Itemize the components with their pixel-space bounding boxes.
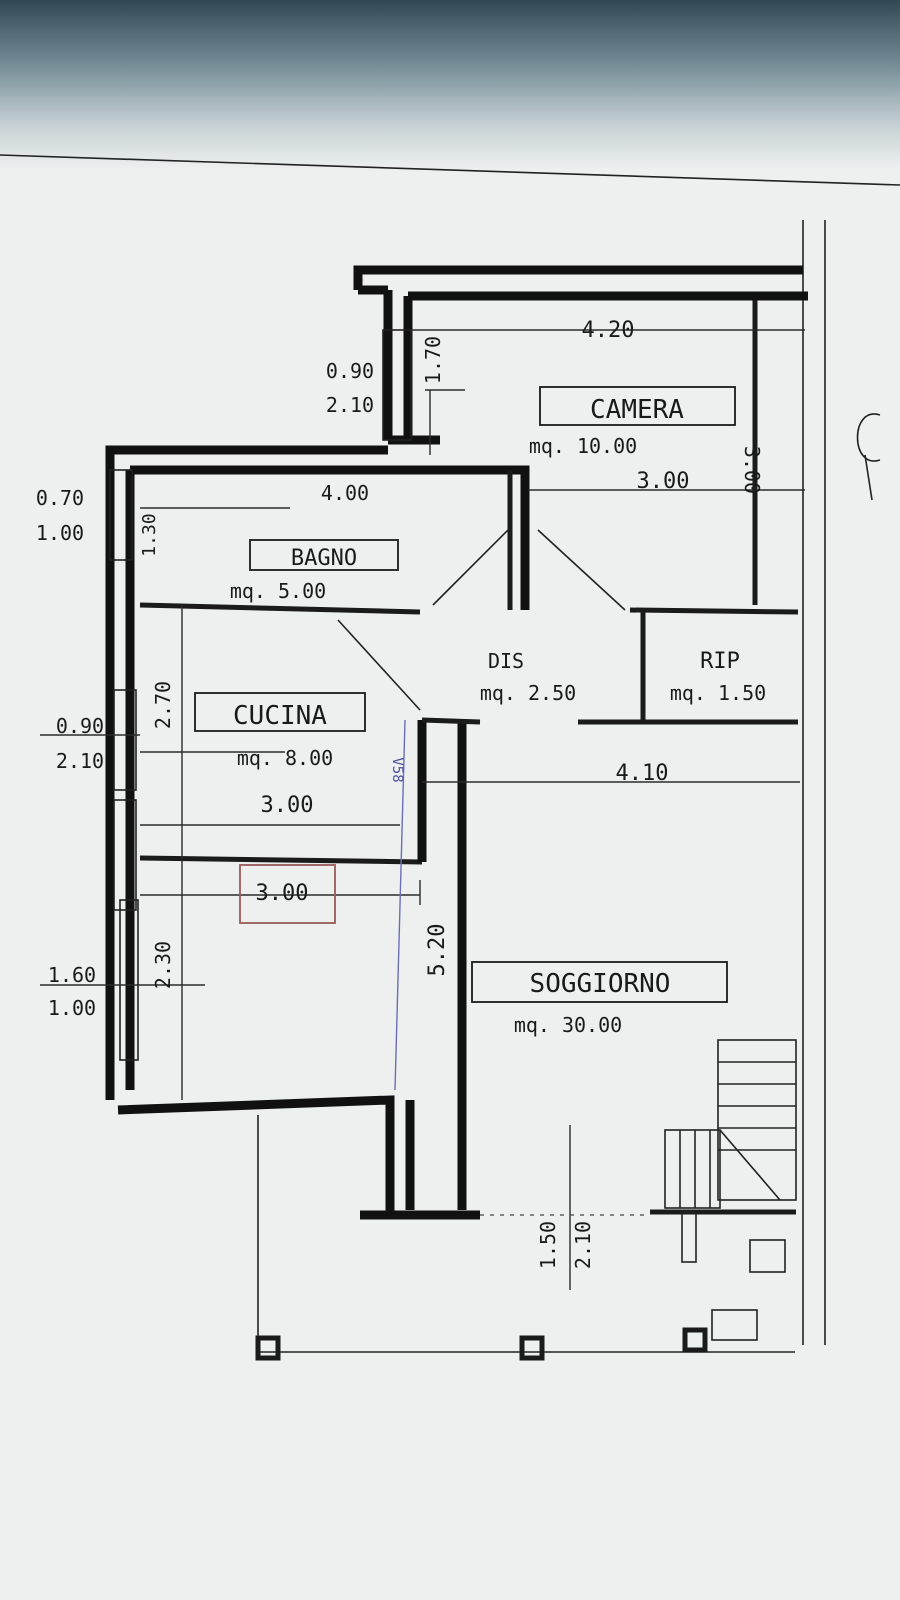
- pen-note: V58: [389, 757, 405, 782]
- door-swings: [337, 527, 626, 711]
- cucina-window-w: 0.90: [56, 714, 104, 738]
- dis-area: mq. 2.50: [480, 681, 576, 705]
- dimension-lines: [40, 329, 805, 1290]
- soggiorno-window-h: 1.00: [48, 996, 96, 1020]
- porch: [255, 1115, 795, 1361]
- camera-right-dim: 3.00: [740, 446, 764, 494]
- exterior-walls: [105, 265, 808, 1220]
- red-box-dim: 3.00: [256, 881, 309, 906]
- bagno-label-box: [249, 539, 399, 571]
- bagno-name: BAGNO: [291, 546, 357, 571]
- soggiorno-width: 4.10: [616, 761, 669, 786]
- camera-width: 4.20: [582, 318, 635, 343]
- cucina-width: 3.00: [261, 793, 314, 818]
- soggiorno-name: SOGGIORNO: [530, 969, 671, 999]
- bagno-width: 4.00: [321, 481, 369, 505]
- windows: [109, 329, 412, 1061]
- soggiorno-left-dim: 2.30: [151, 941, 175, 989]
- soggiorno-window-w: 1.60: [48, 963, 96, 987]
- soggiorno-area: mq. 30.00: [514, 1013, 622, 1037]
- cucina-label-box: [194, 692, 366, 732]
- interior-walls: [139, 300, 799, 865]
- staircase: [650, 1039, 797, 1263]
- door-width-dim: 1.50: [536, 1221, 560, 1269]
- photo-shadow: [0, 0, 900, 170]
- cucina-window-h: 2.10: [56, 749, 104, 773]
- pen-line: [394, 719, 406, 1091]
- cucina-area: mq. 8.00: [237, 746, 333, 770]
- margin-mark: [856, 413, 881, 501]
- camera-depth: 3.00: [637, 469, 690, 494]
- sheet-top-line: [0, 154, 900, 186]
- cucina-depth: 2.70: [151, 681, 175, 729]
- camera-area: mq. 10.00: [529, 434, 637, 458]
- rip-area: mq. 1.50: [670, 681, 766, 705]
- camera-window-h: 2.10: [326, 393, 374, 417]
- bagno-window-w: 0.70: [36, 486, 84, 510]
- bagno-window-h: 1.00: [36, 521, 84, 545]
- rip-name: RIP: [700, 649, 740, 674]
- door-height-dim: 2.10: [571, 1221, 595, 1269]
- soggiorno-label-box: [471, 961, 728, 1003]
- soggiorno-depth: 5.20: [425, 924, 450, 977]
- camera-label-box: [539, 386, 736, 426]
- bagno-area: mq. 5.00: [230, 579, 326, 603]
- bagno-left-dim: 1.30: [139, 513, 160, 556]
- camera-name: CAMERA: [590, 395, 684, 425]
- camera-depth-dim: 1.70: [421, 336, 445, 384]
- dis-name: DIS: [488, 649, 524, 673]
- cucina-name: CUCINA: [233, 701, 327, 731]
- camera-window-w: 0.90: [326, 359, 374, 383]
- red-pen-box: [239, 864, 336, 924]
